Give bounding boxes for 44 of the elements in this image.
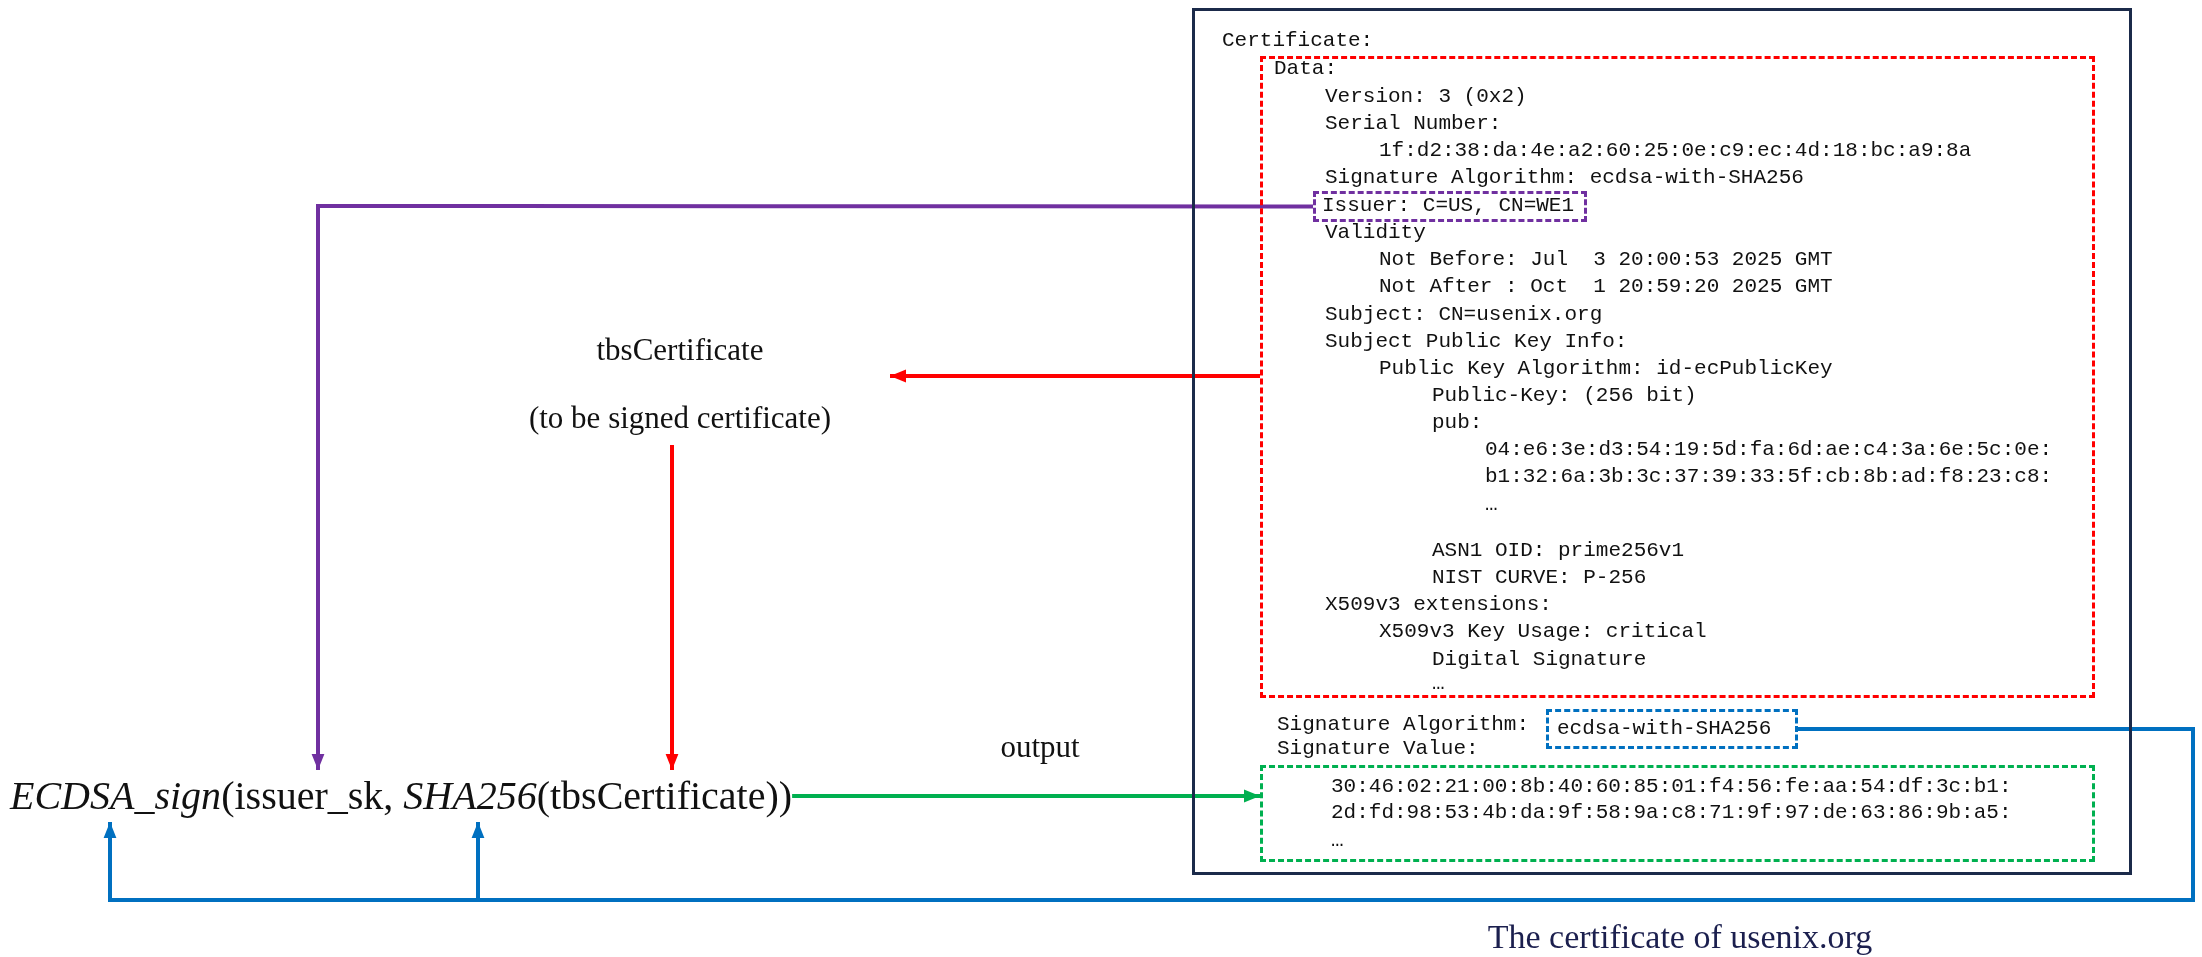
- code-line: NIST CURVE: P-256: [1432, 567, 1647, 589]
- label-text: tbsCertificate: [595, 331, 765, 369]
- arrow: [311, 204, 1313, 770]
- code-line: Data:: [1274, 58, 1337, 80]
- code-line: pub:: [1432, 412, 1483, 434]
- dashed-highlight: [1313, 191, 1587, 222]
- code-line: Signature Value:: [1277, 738, 1479, 760]
- code-line: Issuer: C=US, CN=WE1: [1322, 195, 1575, 217]
- code-line: Signature Algorithm:: [1277, 714, 1530, 736]
- code-line: ecdsa-with-SHA256: [1557, 718, 1772, 740]
- code-line: b1:32:6a:3b:3c:37:39:33:5f:cb:8b:ad:f8:23:c8:: [1485, 466, 2053, 488]
- code-line: Subject: CN=usenix.org: [1325, 304, 1603, 326]
- code-line: ASN1 OID: prime256v1: [1432, 540, 1685, 562]
- code-line: Version: 3 (0x2): [1325, 86, 1527, 108]
- code-line: Signature Algorithm: ecdsa-with-SHA256: [1325, 167, 1804, 189]
- arrow: [665, 445, 679, 770]
- arrow: [890, 369, 1260, 383]
- code-line: Certificate:: [1222, 30, 1374, 52]
- dashed-highlight: [1546, 709, 1798, 749]
- code-line: 30:46:02:21:00:8b:40:60:85:01:f4:56:fe:aa:54:df:3c:b1:: [1331, 776, 2012, 798]
- code-line: 2d:fd:98:53:4b:da:9f:58:9a:c8:71:9f:97:de:63:86:9b:a5:: [1331, 802, 2012, 824]
- code-line: Not Before: Jul 3 20:00:53 2025 GMT: [1379, 249, 1833, 271]
- code-line: X509v3 Key Usage: critical: [1379, 621, 1707, 643]
- dashed-region: [1260, 56, 2095, 698]
- formula-text: ECDSA_sign(issuer_sk, SHA256(tbsCertificate)): [10, 770, 793, 822]
- node-label: The certificate of usenix.org: [1486, 917, 1874, 957]
- code-line: Validity: [1325, 222, 1426, 244]
- code-line: …: [1485, 494, 1498, 516]
- arrow: [471, 727, 2195, 902]
- code-line: …: [1331, 830, 1344, 852]
- code-line: Digital Signature: [1432, 649, 1647, 671]
- dashed-region: [1260, 765, 2095, 862]
- code-line: X509v3 extensions:: [1325, 594, 1552, 616]
- code-line: 1f:d2:38:da:4e:a2:60:25:0e:c9:ec:4d:18:bc:a9:8a: [1379, 140, 1972, 162]
- code-line: Public-Key: (256 bit): [1432, 385, 1697, 407]
- code-line: Not After : Oct 1 20:59:20 2025 GMT: [1379, 276, 1833, 298]
- code-line: Serial Number:: [1325, 113, 1502, 135]
- code-line: Subject Public Key Info:: [1325, 331, 1628, 353]
- code-line: …: [1432, 673, 1445, 695]
- arrow: [792, 789, 1260, 803]
- certificate-panel: [1192, 8, 2132, 875]
- label-text: (to be signed certificate): [527, 399, 833, 437]
- code-line: 04:e6:3e:d3:54:19:5d:fa:6d:ae:c4:3a:6e:5c:0e:: [1485, 439, 2053, 461]
- code-line: Public Key Algorithm: id-ecPublicKey: [1379, 358, 1833, 380]
